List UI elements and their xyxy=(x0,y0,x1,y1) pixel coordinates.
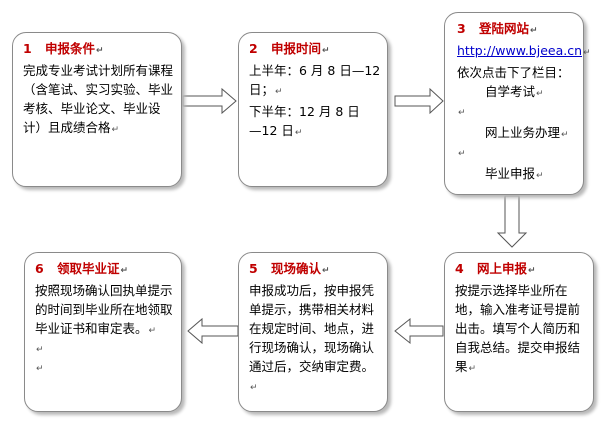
step3-item3: 毕业申报↵ xyxy=(485,166,544,181)
step3-intro: 依次点击下了栏目： xyxy=(457,65,570,80)
step5-text: 申报成功后，按申报凭单提示，携带相关材料在规定时间、地点，进行现场确认，现场确认… xyxy=(249,283,375,374)
step2-line2: 日；↵ xyxy=(249,82,283,97)
step3-blank2: ↵ xyxy=(458,149,466,159)
arrow-step3-to-step4 xyxy=(496,195,528,248)
step3-url-link[interactable]: http://www.bjeea.cn xyxy=(457,43,583,58)
step6-blank1: ↵ xyxy=(36,345,44,355)
arrow-step2-to-step3 xyxy=(394,87,444,115)
arrow-step4-to-step5 xyxy=(394,317,444,345)
step2-line3: 下半年：12 月 8 日 xyxy=(249,104,360,119)
step4-text: 按提示选择毕业所在地，输入准考证号提前出击。填写个人简历和自我总结。提交申报结果 xyxy=(455,283,581,374)
step3-url-line: http://www.bjeea.cn↵ xyxy=(457,43,591,58)
step3-item1: 自学考试↵ xyxy=(485,84,544,99)
step6-text: 按照现场确认回执单提示的时间到毕业所在地领取毕业证书和审定表。 xyxy=(35,283,173,336)
arrow-step1-to-step2 xyxy=(182,87,237,115)
step2-line1: 上半年：6 月 8 日—12 xyxy=(249,63,381,78)
step1-text: 完成专业考试计划所有课程（含笔试、实习实验、毕业考核、毕业论文、毕业设计）且成绩… xyxy=(23,63,174,135)
step3-blank1: ↵ xyxy=(458,108,466,118)
arrow-step5-to-step6 xyxy=(187,317,239,345)
step6-blank2: ↵ xyxy=(36,364,44,374)
step2-line4: —12 日↵ xyxy=(249,123,303,138)
step3-item2: 网上业务办理↵ xyxy=(485,125,569,140)
